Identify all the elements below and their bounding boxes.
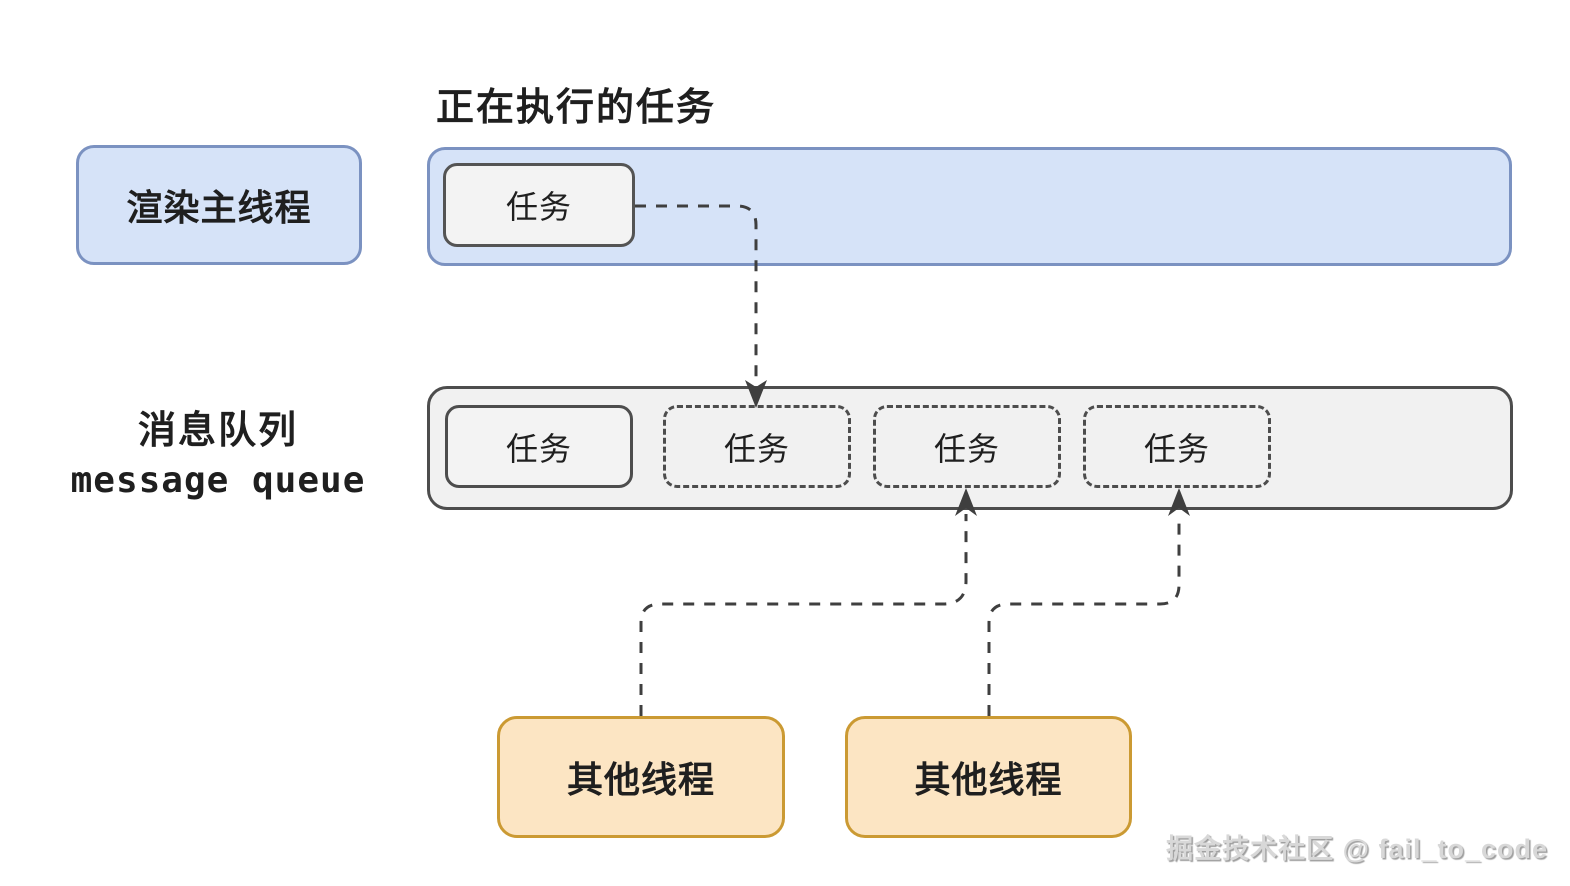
queue-task-box-2: 任务: [663, 405, 851, 488]
queue-task-box-3: 任务: [873, 405, 1061, 488]
watermark: 掘金技术社区 @ fail_to_code: [1166, 834, 1548, 864]
queue-task-box-1: 任务: [445, 405, 633, 488]
queue-label-zh: 消息队列: [137, 410, 298, 452]
running-task-label: 任务: [505, 189, 572, 225]
running-task-title: 正在执行的任务: [436, 87, 717, 129]
thread1-enqueue-connector: [639, 514, 968, 716]
other-thread-box-2: 其他线程: [845, 716, 1132, 838]
queue-label-en: message queue: [70, 460, 366, 501]
other-thread-box-1: 其他线程: [497, 716, 785, 838]
queue-task-label: 任务: [1143, 430, 1210, 467]
queue-task-label: 任务: [505, 430, 572, 467]
other-thread-label: 其他线程: [914, 759, 1063, 800]
queue-task-label: 任务: [933, 430, 1000, 467]
render-main-thread-box: 渲染主线程: [76, 145, 362, 265]
queue-task-box-4: 任务: [1083, 405, 1271, 488]
queue-label: 消息队列 message queue: [40, 406, 396, 506]
queue-task-label: 任务: [723, 430, 790, 467]
other-thread-label: 其他线程: [566, 759, 715, 800]
thread2-enqueue-connector: [987, 514, 1181, 716]
render-main-thread-label: 渲染主线程: [126, 187, 312, 228]
running-task-box: 任务: [443, 163, 635, 247]
